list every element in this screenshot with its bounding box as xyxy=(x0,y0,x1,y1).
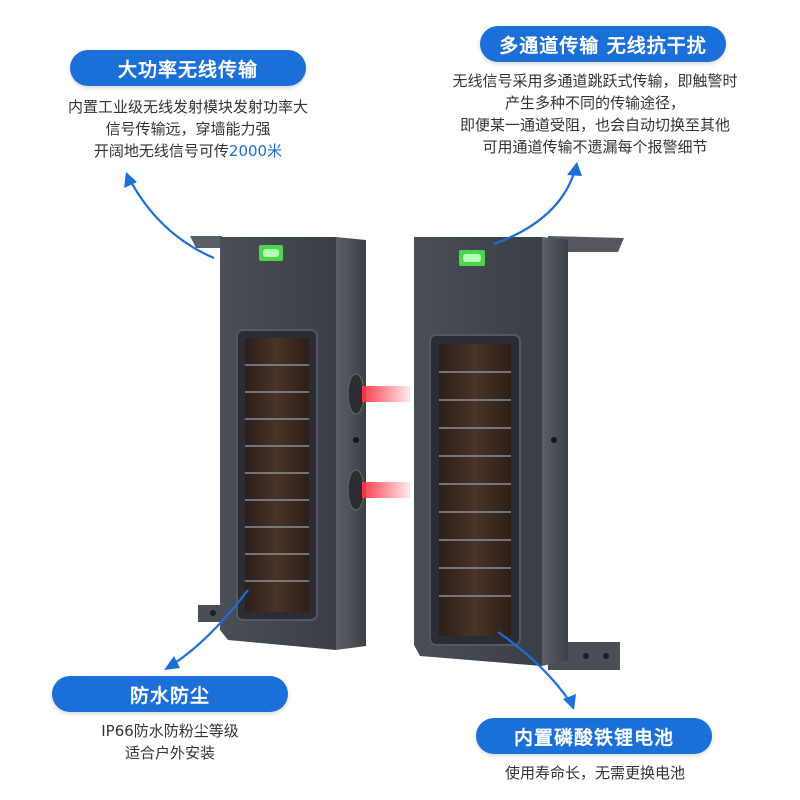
infrared-beam-top xyxy=(362,386,410,402)
desc-line: 无线信号采用多通道跳跃式传输，即触警时 xyxy=(452,72,738,90)
arrow-head-icon xyxy=(124,172,137,188)
infrared-beam-bottom xyxy=(362,482,410,498)
desc-line: 适合户外安装 xyxy=(124,744,215,762)
desc-line: 可用通道传输不遗漏每个报警细节 xyxy=(482,138,708,156)
feature-desc-waterproof: IP66防水防粉尘等级 适合户外安装 xyxy=(52,720,288,764)
arrow-head-icon xyxy=(164,656,180,670)
desc-line: 使用寿命长，无需更换电池 xyxy=(504,764,685,782)
desc-line: IP66防水防粉尘等级 xyxy=(101,722,239,740)
feature-badge-waterproof: 防水防尘 xyxy=(52,676,288,712)
feature-badge-wireless-power: 大功率无线传输 xyxy=(70,50,306,86)
desc-line-text: 开阔地无线信号可传 xyxy=(93,142,229,160)
feature-desc-battery: 使用寿命长，无需更换电池 xyxy=(440,762,750,784)
right-detector-unit xyxy=(414,236,624,670)
feature-badge-battery: 内置磷酸铁锂电池 xyxy=(476,718,712,754)
pointer-arrows xyxy=(129,169,577,703)
feature-desc-wireless-power: 内置工业级无线发射模块发射功率大 信号传输远，穿墙能力强 开阔地无线信号可传20… xyxy=(18,96,358,162)
feature-desc-multichannel: 无线信号采用多通道跳跃式传输，即触警时 产生多种不同的传输途径， 即便某一通道受… xyxy=(400,70,790,158)
solar-panel xyxy=(245,338,309,612)
desc-line: 内置工业级无线发射模块发射功率大 xyxy=(67,98,308,116)
left-detector-unit xyxy=(190,236,366,650)
desc-line: 信号传输远，穿墙能力强 xyxy=(105,120,271,138)
desc-line: 开阔地无线信号可传2000米 xyxy=(18,140,358,162)
feature-badge-multichannel: 多通道传输 无线抗干扰 xyxy=(480,26,726,62)
range-highlight: 2000米 xyxy=(228,142,283,160)
desc-line: 产生多种不同的传输途径， xyxy=(504,94,685,112)
arrow-head-icon xyxy=(567,162,582,176)
desc-line: 即便某一通道受阻，也会自动切换至其他 xyxy=(459,116,730,134)
arrow-head-icon xyxy=(563,694,576,710)
solar-panel-right xyxy=(439,344,511,636)
